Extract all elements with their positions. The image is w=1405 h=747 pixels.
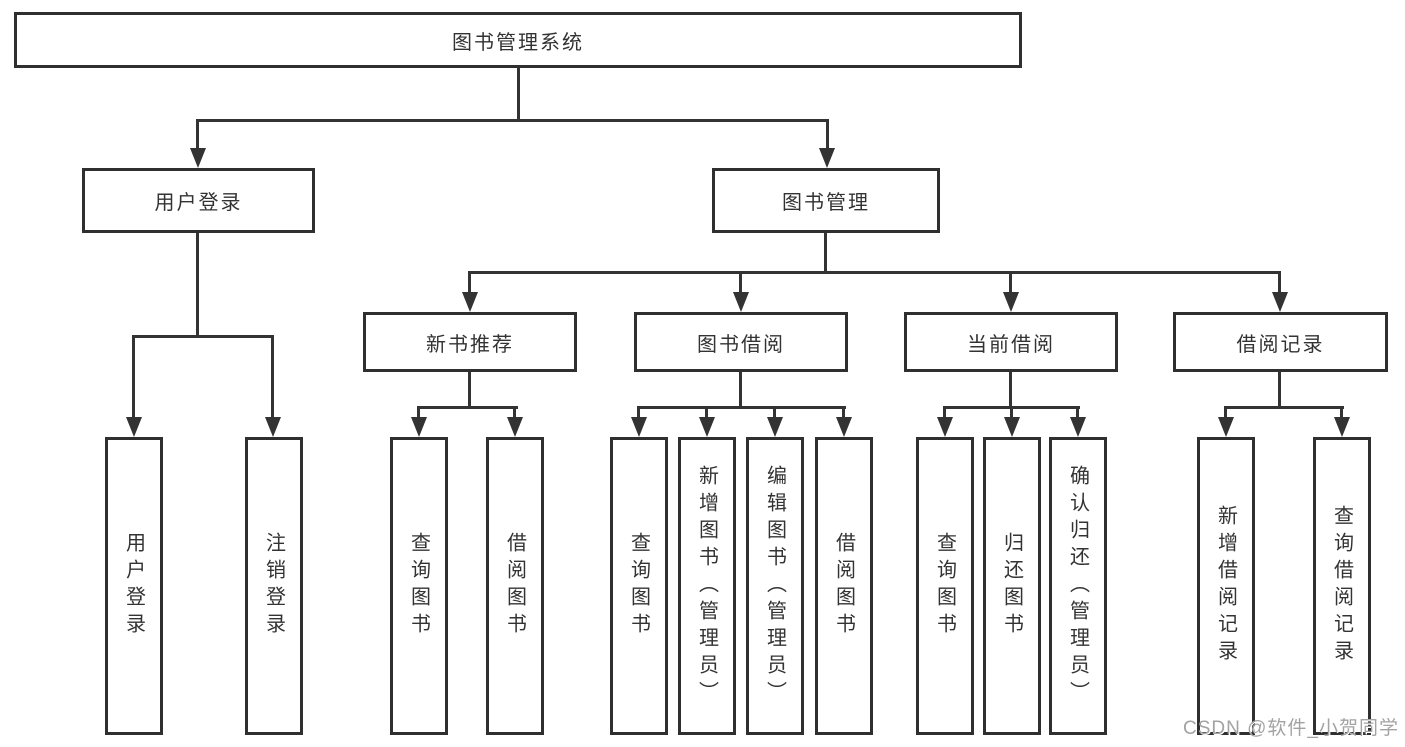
node-user-login: 用户登录 — [82, 168, 315, 233]
connector-line — [943, 406, 946, 421]
leaf-label: 查询图书 — [627, 532, 650, 640]
connector-line — [417, 406, 518, 409]
connector-line — [705, 406, 708, 421]
connector-line — [637, 406, 846, 409]
leaf-label: 注销登录 — [262, 532, 285, 640]
connector-line — [1010, 406, 1013, 421]
leaf-label: 借阅图书 — [503, 532, 526, 640]
leaf-label: 查询借阅记录 — [1330, 505, 1353, 667]
connector-line — [197, 119, 829, 122]
connector-line — [637, 406, 640, 421]
arrow-down-icon — [1218, 417, 1234, 437]
csdn-watermark: CSDN @软件_小贺同学 — [1183, 718, 1399, 739]
node-label: 图书借阅 — [697, 333, 785, 356]
leaf-label: 编辑图书（管理员） — [763, 464, 786, 708]
leaf-query-books-recommend: 查询图书 — [390, 437, 448, 735]
node-book-borrow: 图书借阅 — [634, 312, 848, 372]
node-book-management: 图书管理 — [712, 168, 940, 233]
connector-line — [1224, 406, 1227, 421]
leaf-confirm-return-admin: 确认归还（管理员） — [1049, 437, 1107, 735]
leaf-query-books-borrow: 查询图书 — [610, 437, 668, 735]
connector-line — [824, 233, 827, 273]
leaf-label: 用户登录 — [122, 532, 145, 640]
node-label: 用户登录 — [154, 192, 243, 214]
connector-line — [513, 406, 516, 421]
connector-line — [132, 335, 135, 419]
connector-line — [1009, 271, 1012, 295]
leaf-borrow-books: 借阅图书 — [815, 437, 873, 735]
leaf-user-login: 用户登录 — [105, 437, 163, 735]
connector-line — [468, 271, 471, 295]
connector-line — [1340, 406, 1343, 421]
node-label: 借阅记录 — [1236, 333, 1325, 356]
leaf-add-books-admin: 新增图书（管理员） — [678, 437, 736, 735]
arrow-down-icon — [1003, 292, 1019, 312]
connector-line — [773, 406, 776, 421]
leaf-add-borrow-record: 新增借阅记录 — [1197, 437, 1255, 735]
leaf-label: 借阅图书 — [832, 532, 855, 640]
connector-line — [739, 271, 742, 295]
connector-line — [1278, 372, 1281, 409]
node-label: 当前借阅 — [967, 333, 1055, 356]
leaf-label: 归还图书 — [1000, 532, 1023, 640]
connector-line — [468, 372, 471, 409]
connector-line — [271, 335, 274, 419]
connector-line — [468, 271, 1281, 274]
arrow-down-icon — [1272, 292, 1288, 312]
arrow-down-icon — [767, 417, 783, 437]
connector-line — [196, 233, 199, 335]
arrow-down-icon — [462, 292, 478, 312]
connector-line — [826, 119, 829, 150]
connector-line — [196, 119, 199, 150]
connector-line — [1278, 271, 1281, 295]
arrow-down-icon — [819, 148, 835, 168]
leaf-borrow-books-recommend: 借阅图书 — [486, 437, 544, 735]
arrow-down-icon — [631, 417, 647, 437]
connector-line — [1076, 406, 1079, 421]
leaf-query-borrow-record: 查询借阅记录 — [1313, 437, 1371, 735]
connector-line — [132, 335, 273, 338]
arrow-down-icon — [1004, 417, 1020, 437]
leaf-label: 查询图书 — [933, 532, 956, 640]
node-new-book-recommend: 新书推荐 — [363, 312, 577, 372]
arrow-down-icon — [937, 417, 953, 437]
leaf-edit-books-admin: 编辑图书（管理员） — [746, 437, 804, 735]
node-label: 图书管理系统 — [452, 31, 584, 54]
node-library-management-system: 图书管理系统 — [14, 12, 1022, 68]
arrow-down-icon — [190, 148, 206, 168]
leaf-return-books: 归还图书 — [983, 437, 1041, 735]
leaf-label: 查询图书 — [407, 532, 430, 640]
leaf-label: 新增图书（管理员） — [695, 464, 718, 708]
leaf-label: 新增借阅记录 — [1214, 505, 1237, 667]
arrow-down-icon — [265, 417, 281, 437]
connector-line — [1224, 406, 1344, 409]
arrow-down-icon — [1334, 417, 1350, 437]
connector-line — [1009, 372, 1012, 409]
node-current-borrow: 当前借阅 — [904, 312, 1118, 372]
arrow-down-icon — [1070, 417, 1086, 437]
arrow-down-icon — [733, 292, 749, 312]
arrow-down-icon — [836, 417, 852, 437]
leaf-query-books-current: 查询图书 — [916, 437, 974, 735]
connector-line — [417, 406, 420, 421]
leaf-label: 确认归还（管理员） — [1066, 464, 1089, 708]
node-label: 新书推荐 — [426, 333, 514, 356]
connector-line — [842, 406, 845, 421]
connector-line — [517, 68, 520, 119]
node-borrow-records: 借阅记录 — [1173, 312, 1388, 372]
arrow-down-icon — [126, 417, 142, 437]
arrow-down-icon — [411, 417, 427, 437]
node-label: 图书管理 — [782, 192, 870, 214]
arrow-down-icon — [699, 417, 715, 437]
leaf-logout: 注销登录 — [245, 437, 303, 735]
arrow-down-icon — [507, 417, 523, 437]
connector-line — [739, 372, 742, 409]
